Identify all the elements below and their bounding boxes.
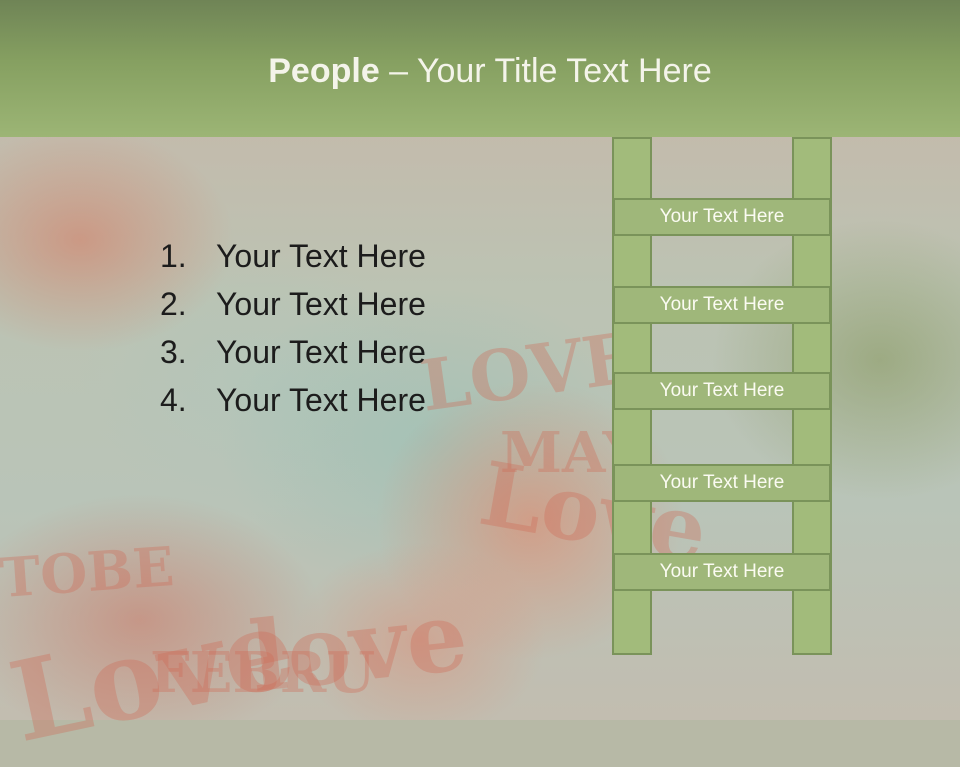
list-number: 1. (160, 238, 187, 274)
list-item: 2. Your Text Here (160, 280, 426, 328)
title-bar: People – Your Title Text Here (0, 0, 960, 137)
list-number: 4. (160, 382, 187, 418)
slide-title: People – Your Title Text Here (0, 52, 960, 91)
title-rest: – Your Title Text Here (379, 52, 712, 90)
list-item: 3. Your Text Here (160, 328, 426, 376)
list-item: 4. Your Text Here (160, 376, 426, 424)
ladder-rung: Your Text Here (613, 286, 831, 324)
numbered-list: 1. Your Text Here 2. Your Text Here 3. Y… (160, 232, 426, 424)
graffiti-word: love (244, 578, 473, 715)
list-text: Your Text Here (216, 382, 426, 418)
list-text: Your Text Here (216, 286, 426, 322)
graffiti-word: Love (0, 581, 305, 767)
title-bold: People (268, 52, 380, 90)
graffiti-word: LOVE (415, 315, 642, 428)
graffiti-word: FEBRU (150, 640, 376, 706)
graffiti-word: TOBE (0, 534, 177, 610)
ladder-rung: Your Text Here (613, 464, 831, 502)
ladder-rung: Your Text Here (613, 372, 831, 410)
list-number: 3. (160, 334, 187, 370)
list-text: Your Text Here (216, 334, 426, 370)
ladder-rung: Your Text Here (613, 198, 831, 236)
ladder-rung: Your Text Here (613, 553, 831, 591)
list-text: Your Text Here (216, 238, 426, 274)
list-item: 1. Your Text Here (160, 232, 426, 280)
list-number: 2. (160, 286, 187, 322)
